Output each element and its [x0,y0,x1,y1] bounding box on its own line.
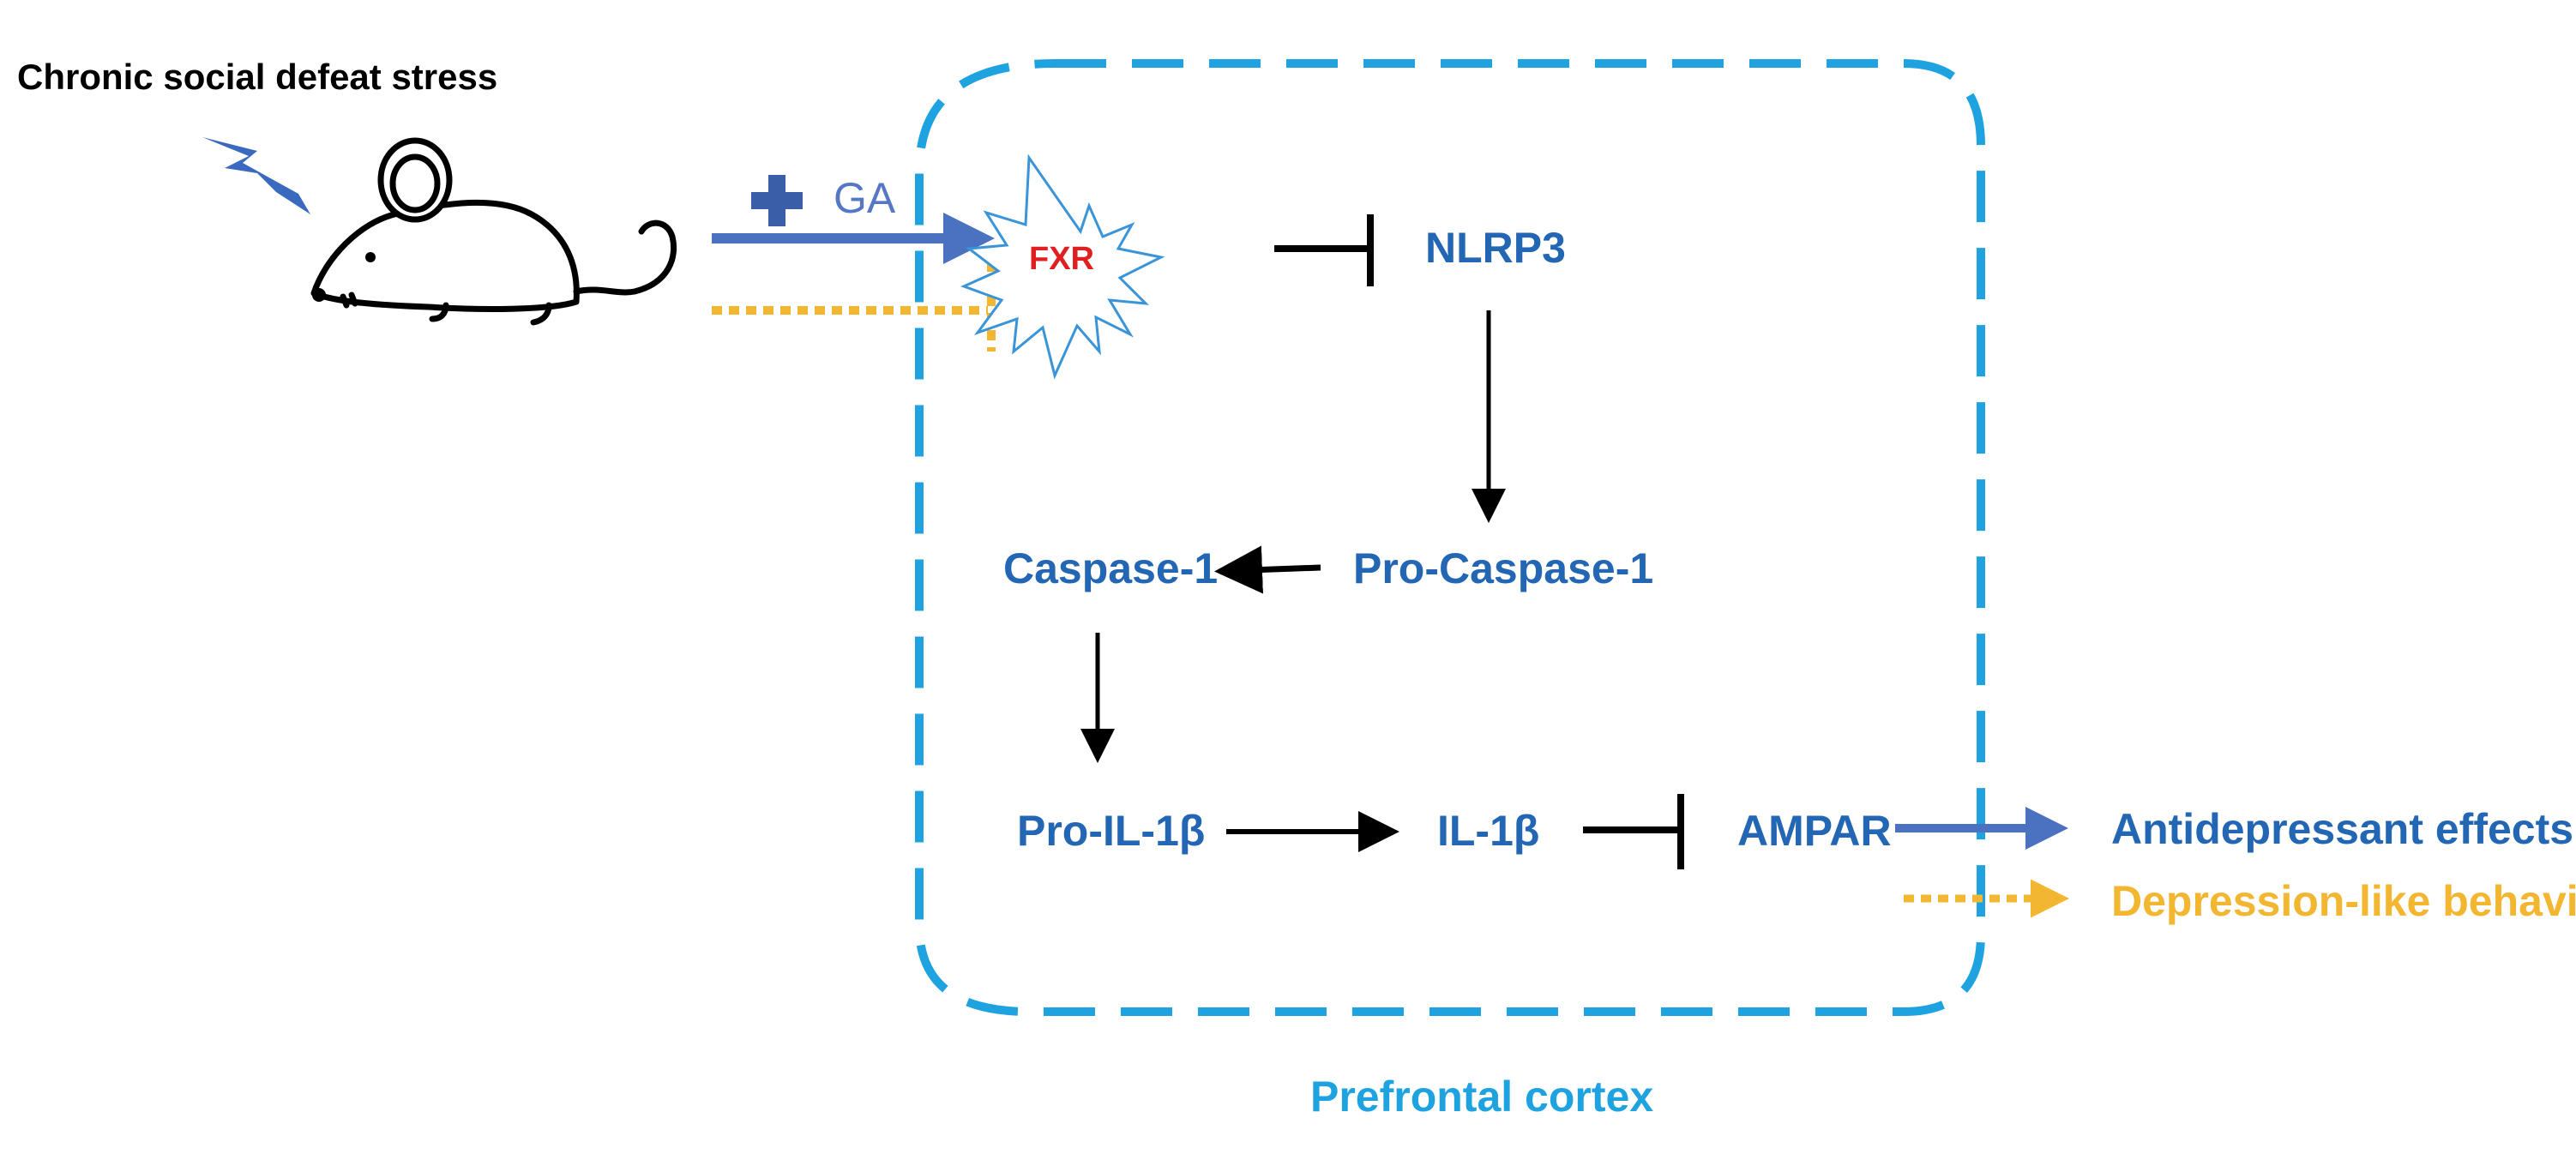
antidepressant-label: Antidepressant effects [2111,805,2573,853]
pro-il1b-label: Pro-IL-1β [1017,807,1205,855]
plus-icon [751,175,803,226]
il1b-label: IL-1β [1437,807,1539,855]
stress-inhibition-line [712,261,996,352]
prefrontal-cortex-region [915,59,1985,1016]
il1b-inhibits-ampar [1583,794,1684,869]
pro-caspase-label: Pro-Caspase-1 [1353,544,1653,592]
treatment-label: GA [834,174,896,222]
depression-label: Depression-like behaviors [2111,877,2576,925]
fxr-inhibits-nlrp3 [1274,214,1374,286]
region-label: Prefrontal cortex [1310,1073,1653,1121]
lightning-bolt-icon [202,137,310,214]
fxr-label: FXR [1029,241,1094,277]
fxr-starburst [960,153,1165,380]
procaspase-to-caspase-arrow [1214,545,1321,594]
stimulus-label: Chronic social defeat stress [17,57,497,97]
mouse-icon [310,137,677,326]
caspase-label: Caspase-1 [1003,544,1218,592]
ampar-label: AMPAR [1737,807,1892,855]
nlrp3-label: NLRP3 [1425,224,1566,272]
